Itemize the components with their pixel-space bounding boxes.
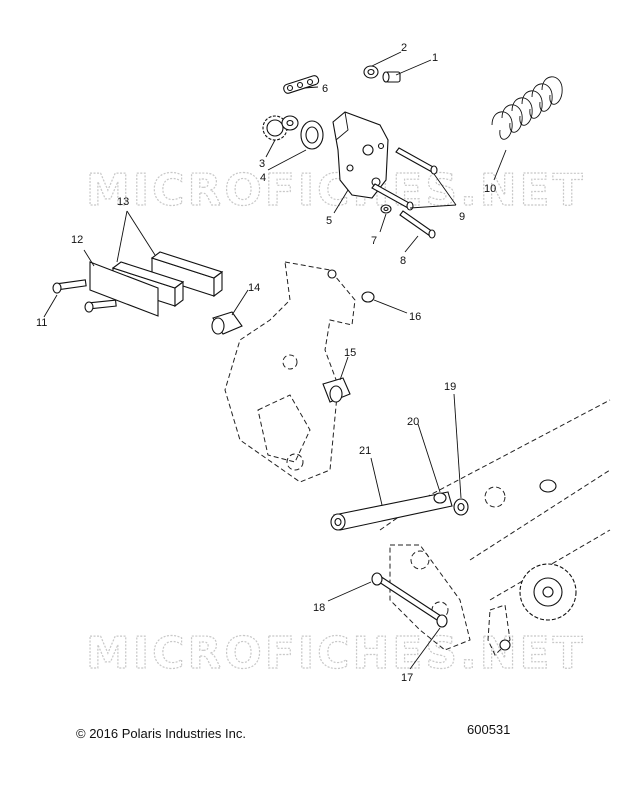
callout-21: 21: [359, 445, 371, 457]
callout-7: 7: [371, 235, 377, 247]
part-16-nut: [361, 291, 375, 303]
callout-12: 12: [71, 234, 83, 246]
callout-6: 6: [322, 83, 328, 95]
callout-16: 16: [409, 311, 421, 323]
part-11-bolts: [52, 279, 117, 313]
callout-2: 2: [401, 42, 407, 54]
drive-sprocket: [519, 563, 577, 621]
callout-15: 15: [344, 347, 356, 359]
part-14-spacer: [211, 311, 243, 335]
lower-bracket: [487, 604, 511, 656]
tunnel-outline: [379, 399, 611, 651]
part-10-springs: [491, 76, 563, 140]
part-15-spacer: [322, 377, 351, 403]
callout-10: 10: [484, 183, 496, 195]
part-17-18-shaft: [371, 572, 448, 628]
callout-3: 3: [259, 158, 265, 170]
part-2-nut: [363, 65, 379, 79]
bracket-nut: [327, 269, 337, 279]
part-19-pivot: [453, 498, 469, 516]
watermark-top: MICROFICHES.NET: [86, 165, 586, 216]
callout-5: 5: [326, 215, 332, 227]
callout-17: 17: [401, 672, 413, 684]
part-6-chain: [283, 75, 320, 94]
part-5-housing: [332, 111, 389, 199]
callout-4: 4: [260, 172, 266, 184]
callout-1: 1: [432, 52, 438, 64]
part-21-arm: [330, 491, 453, 531]
callout-11: 11: [36, 317, 47, 329]
part-7-washer: [380, 204, 392, 214]
callout-20: 20: [407, 416, 419, 428]
watermark-bottom: MICROFICHES.NET: [86, 628, 586, 679]
callout-9: 9: [459, 211, 465, 223]
part-1-bolt: [382, 71, 401, 83]
leader-lines: [43, 51, 507, 670]
part-4-bearing: [300, 120, 324, 150]
copyright-text: © 2016 Polaris Industries Inc.: [76, 726, 246, 741]
callout-14: 14: [248, 282, 260, 294]
part-12-plate: [89, 261, 159, 317]
callout-18: 18: [313, 602, 325, 614]
part-3-sprocket: [262, 115, 299, 141]
part-20-bushing: [433, 492, 447, 504]
part-8-bolt: [399, 210, 436, 239]
callout-19: 19: [444, 381, 456, 393]
diagram-number: 600531: [467, 722, 511, 737]
callout-13: 13: [117, 196, 129, 208]
chassis-bracket-outline: [224, 261, 356, 483]
callout-8: 8: [400, 255, 406, 267]
